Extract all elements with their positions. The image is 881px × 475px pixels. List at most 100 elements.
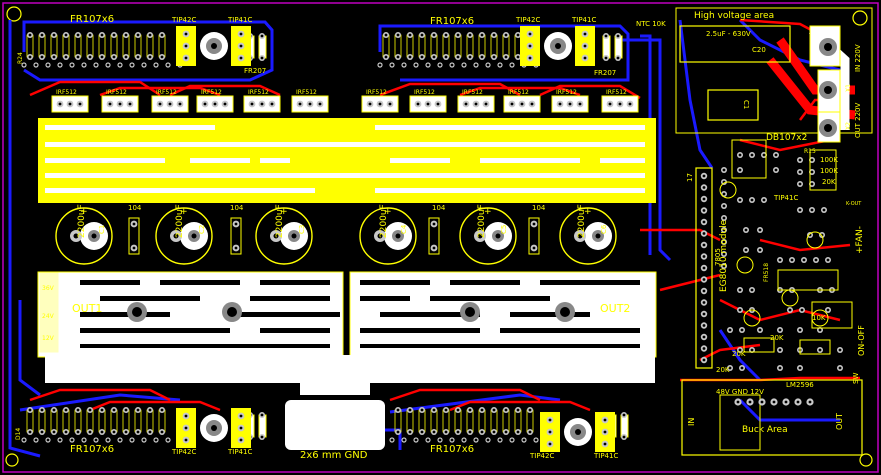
label-hv-area: High voltage area	[694, 11, 774, 21]
label-out1: OUT1	[72, 302, 102, 315]
pad-hole	[76, 430, 80, 434]
label-in-pins: 48V GND 12V	[716, 388, 764, 396]
pad-hole	[213, 102, 217, 106]
label-sw: SW	[852, 373, 860, 384]
pad-hole	[100, 55, 104, 59]
pad-hole	[52, 55, 56, 59]
electrolytic-cap	[359, 207, 417, 265]
pad-hole	[608, 102, 612, 106]
cap-hole	[191, 233, 197, 239]
pad-hole	[480, 430, 484, 434]
label-fr-top-left: FR107x6	[70, 14, 114, 25]
pad-hole	[270, 102, 274, 106]
label-tip42c-bl: TIP42C	[171, 448, 196, 456]
pad-hole	[88, 55, 92, 59]
pad-hole	[239, 56, 243, 60]
pad-hole	[420, 55, 424, 59]
pad-hole	[532, 246, 536, 250]
pad-hole	[234, 246, 238, 250]
label-20k-b: 20K	[732, 350, 746, 358]
pad-hole	[444, 430, 448, 434]
pad-hole	[158, 102, 162, 106]
pad-hole	[628, 102, 632, 106]
pad-hole	[184, 32, 188, 36]
pad-hole	[432, 33, 436, 37]
pad-hole	[184, 44, 188, 48]
pad-hole	[810, 208, 814, 212]
irf-label: IRF512	[248, 89, 269, 96]
label-2200-4: 2200uF	[379, 204, 389, 238]
pad-hole	[702, 232, 706, 235]
pad-hole	[168, 102, 172, 106]
pad-hole	[124, 55, 128, 59]
pad-hole	[100, 430, 104, 434]
pad-hole	[702, 243, 706, 247]
pad-hole	[583, 44, 587, 48]
label-d14: D14	[15, 428, 22, 440]
pad-hole	[308, 102, 312, 106]
pad-hole	[438, 438, 442, 442]
pad-hole	[408, 55, 412, 59]
pad-hole	[530, 102, 534, 106]
pad-hole	[384, 33, 388, 37]
label-r15: R15	[804, 148, 816, 155]
label-fr-bot-right: FR107x6	[430, 444, 474, 455]
pad-hole	[78, 102, 82, 106]
pad-hole	[378, 102, 382, 106]
pad-hole	[818, 328, 822, 332]
pad-hole	[450, 63, 454, 67]
pad-hole	[154, 63, 158, 67]
label-k-out: K-OUT	[846, 201, 862, 207]
label-x1: X1	[845, 84, 852, 92]
resistor-small	[620, 414, 629, 438]
label-12v: 12V	[42, 335, 55, 342]
pad-hole	[28, 33, 32, 37]
pad-hole	[408, 33, 412, 37]
pad-hole	[480, 408, 484, 412]
pad-hole	[414, 438, 418, 442]
cap-plus: +	[180, 207, 188, 217]
pad-hole	[76, 55, 80, 59]
pad-hole	[58, 63, 62, 67]
pad-hole	[260, 413, 264, 417]
pad-hole	[826, 308, 830, 312]
pad-hole	[378, 63, 382, 67]
pad-hole	[798, 158, 802, 162]
irf-label: IRF512	[462, 89, 483, 96]
pad-hole	[492, 430, 496, 434]
pad-hole	[40, 430, 44, 434]
pad-hole	[223, 102, 227, 106]
pad-hole	[260, 435, 264, 439]
tip-transistors	[176, 26, 615, 452]
pad-hole	[402, 63, 406, 67]
pad-hole	[702, 266, 706, 270]
pad-hole	[112, 430, 116, 434]
cap-hole	[495, 233, 501, 239]
pad-hole	[758, 228, 762, 232]
pad-hole	[702, 289, 706, 293]
small-cap	[736, 256, 754, 274]
pad-hole	[456, 408, 460, 412]
pad-hole	[468, 408, 472, 412]
ceramic-cap	[128, 217, 140, 255]
pad-hole	[432, 55, 436, 59]
pad-hole	[722, 252, 726, 256]
pad-hole	[450, 438, 454, 442]
pad-hole	[722, 168, 726, 172]
cap-hole	[377, 233, 383, 239]
pad-hole	[504, 430, 508, 434]
label-104-4: 104	[532, 204, 546, 212]
filter-caps: ++++++	[55, 207, 617, 265]
label-fr207-l: FR207	[244, 67, 266, 75]
pad-hole	[516, 55, 520, 59]
pad-hole	[702, 312, 706, 316]
gnd-pad	[285, 400, 385, 450]
pad-hole	[492, 408, 496, 412]
pad-hole	[46, 63, 50, 67]
pad-hole	[583, 32, 587, 36]
pad-hole	[516, 33, 520, 37]
pad-hole	[702, 347, 706, 350]
cap-hole	[291, 233, 297, 239]
pad-hole	[106, 63, 110, 67]
label-tip41c-tr: TIP41C	[571, 16, 596, 24]
